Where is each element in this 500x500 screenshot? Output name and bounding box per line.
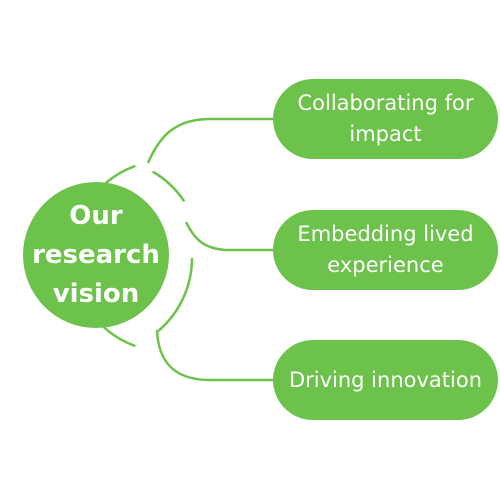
connector-line-3 <box>155 329 276 382</box>
center-node: Our research vision <box>23 182 169 328</box>
branch-node-lived-experience: Embedding lived experience <box>273 210 498 290</box>
connector-line-1 <box>146 117 276 164</box>
branch-node-label: Driving innovation <box>288 367 483 392</box>
center-node-label: Our research vision <box>32 200 160 309</box>
branch-node-innovation: Driving innovation <box>273 340 498 420</box>
branch-node-label: Embedding lived experience <box>297 222 474 277</box>
outer-ring-arc <box>157 257 194 332</box>
branch-node-collaborating: Collaborating for impact <box>273 79 498 159</box>
branch-node-label: Collaborating for impact <box>297 91 474 146</box>
outer-ring-arc <box>151 170 186 202</box>
connector-line-2 <box>184 221 276 252</box>
